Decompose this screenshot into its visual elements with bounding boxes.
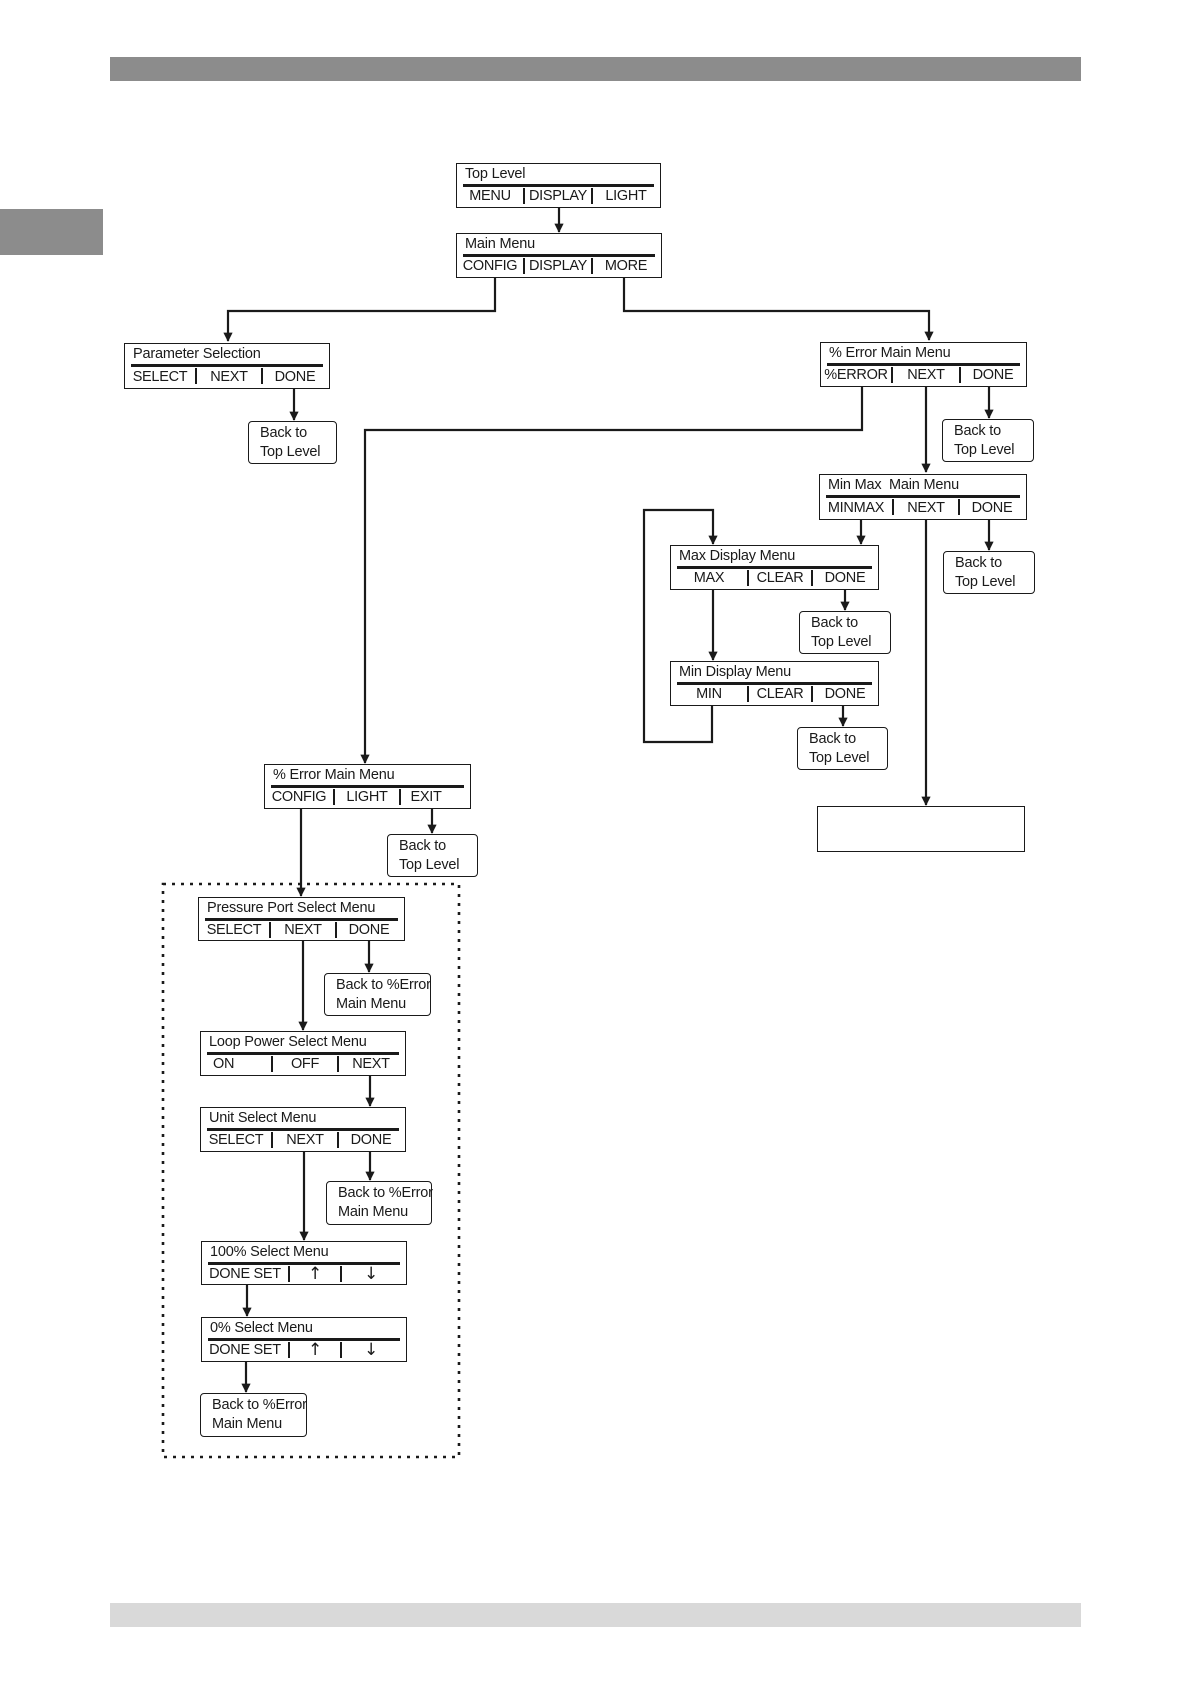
- option-select[interactable]: SELECT: [208, 1132, 264, 1148]
- parameter-selection-menu: Parameter Selection SELECT NEXT DONE: [124, 343, 330, 389]
- option-menu[interactable]: MENU: [469, 188, 511, 204]
- min-max-main-menu: Min Max Main Menu MINMAX NEXT DONE: [819, 474, 1027, 520]
- page-footer-bar: [110, 1603, 1081, 1627]
- menu-title: Top Level: [465, 166, 526, 182]
- menu-title: Parameter Selection: [133, 346, 261, 362]
- option-clear[interactable]: CLEAR: [756, 686, 804, 702]
- menu-title: Pressure Port Select Menu: [207, 900, 376, 916]
- main-menu: Main Menu CONFIG DISPLAY MORE: [456, 233, 662, 278]
- option-done-set[interactable]: DONE SET: [209, 1265, 281, 1282]
- menu-title: 100% Select Menu: [210, 1244, 329, 1260]
- down-arrow-icon[interactable]: ↓: [364, 1263, 378, 1284]
- option-more[interactable]: MORE: [604, 258, 648, 274]
- menu-title: % Error Main Menu: [829, 345, 951, 361]
- option-done[interactable]: DONE: [972, 367, 1014, 383]
- option-select[interactable]: SELECT: [206, 921, 262, 938]
- option-minmax[interactable]: MINMAX: [827, 499, 885, 516]
- empty-destination-box: [817, 806, 1025, 852]
- menu-title: Loop Power Select Menu: [209, 1034, 367, 1050]
- loop-power-select-menu: Loop Power Select Menu ON OFF NEXT: [200, 1031, 406, 1076]
- option-next[interactable]: NEXT: [352, 1056, 390, 1072]
- menu-title: Max Display Menu: [679, 548, 796, 564]
- config-group-dotted-border: [161, 882, 461, 1459]
- option-config[interactable]: CONFIG: [462, 258, 518, 274]
- page-header-bar: [110, 57, 1081, 81]
- option-on[interactable]: ON: [213, 1056, 235, 1072]
- option-display[interactable]: DISPLAY: [528, 188, 588, 204]
- option-done[interactable]: DONE: [824, 686, 866, 702]
- top-level-menu: Top Level MENU DISPLAY LIGHT: [456, 163, 661, 208]
- chapter-side-tab: [0, 209, 103, 255]
- option-clear[interactable]: CLEAR: [756, 570, 804, 586]
- option-next[interactable]: NEXT: [286, 1132, 324, 1148]
- option-done[interactable]: DONE: [348, 921, 390, 938]
- error-main-menu-top: % Error Main Menu %ERROR NEXT DONE: [820, 342, 1027, 387]
- option-done[interactable]: DONE: [274, 368, 316, 385]
- option-display[interactable]: DISPLAY: [528, 258, 588, 274]
- menu-title: Main Menu: [465, 236, 535, 252]
- option-light[interactable]: LIGHT: [605, 188, 647, 204]
- unit-select-menu: Unit Select Menu SELECT NEXT DONE: [200, 1107, 406, 1152]
- option-next[interactable]: NEXT: [907, 499, 945, 516]
- option-next[interactable]: NEXT: [210, 368, 248, 385]
- arrow-error-to-config-menu: [360, 387, 864, 764]
- arrow-more-to-error-main-menu: [622, 278, 934, 341]
- option-done[interactable]: DONE: [971, 499, 1013, 516]
- option-next[interactable]: NEXT: [907, 367, 945, 383]
- option-config[interactable]: CONFIG: [271, 789, 327, 805]
- option-select[interactable]: SELECT: [132, 368, 188, 385]
- error-main-menu-config: % Error Main Menu CONFIG LIGHT EXIT: [264, 764, 471, 809]
- option-done[interactable]: DONE: [824, 570, 866, 586]
- min-display-menu: Min Display Menu MIN CLEAR DONE: [670, 661, 879, 706]
- menu-title: Min Max Main Menu: [828, 477, 959, 493]
- down-arrow-icon[interactable]: ↓: [364, 1340, 378, 1360]
- option-done[interactable]: DONE: [350, 1132, 392, 1148]
- option-exit[interactable]: EXIT: [410, 789, 442, 805]
- up-arrow-icon[interactable]: ↑: [308, 1263, 322, 1284]
- menu-title: Min Display Menu: [679, 664, 792, 680]
- max-display-menu: Max Display Menu MAX CLEAR DONE: [670, 545, 879, 590]
- up-arrow-icon[interactable]: ↑: [308, 1340, 322, 1360]
- arrow-min-loop-to-max-display: [642, 508, 718, 744]
- zero-percent-select-menu: 0% Select Menu DONE SET ↑ ↓: [201, 1317, 407, 1362]
- menu-title: 0% Select Menu: [210, 1320, 313, 1336]
- hundred-percent-select-menu: 100% Select Menu DONE SET ↑ ↓: [201, 1241, 407, 1285]
- option-next[interactable]: NEXT: [284, 921, 322, 938]
- menu-title: Unit Select Menu: [209, 1110, 317, 1126]
- option-light[interactable]: LIGHT: [346, 789, 388, 805]
- option-off[interactable]: OFF: [290, 1056, 320, 1072]
- option-max[interactable]: MAX: [693, 570, 725, 586]
- arrow-config-to-parameter-selection: [223, 278, 497, 342]
- pressure-port-select-menu: Pressure Port Select Menu SELECT NEXT DO…: [198, 897, 405, 941]
- menu-title: % Error Main Menu: [273, 767, 395, 783]
- option-done-set[interactable]: DONE SET: [209, 1342, 281, 1358]
- option-error[interactable]: %ERROR: [824, 367, 888, 383]
- option-min[interactable]: MIN: [696, 686, 722, 702]
